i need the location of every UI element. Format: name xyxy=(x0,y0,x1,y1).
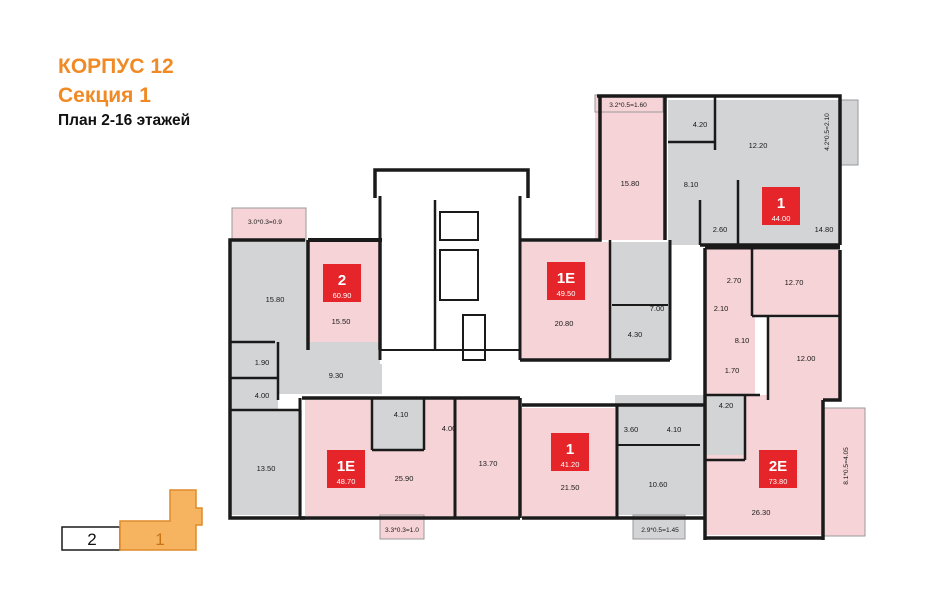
svg-text:44.00: 44.00 xyxy=(772,214,791,223)
room xyxy=(230,342,278,380)
room xyxy=(705,395,745,455)
balcony-area: 3.0*0.3=0.9 xyxy=(248,219,282,226)
walls xyxy=(228,94,842,540)
key-label-1: 1 xyxy=(155,530,164,549)
balcony xyxy=(822,407,866,537)
room-area: 8.10 xyxy=(684,180,699,189)
room xyxy=(278,342,382,394)
balcony-area: 3.2*0.5=1.60 xyxy=(609,102,647,109)
room-area: 4.10 xyxy=(667,425,682,434)
apartment-badge[interactable]: 1 44.00 xyxy=(762,187,800,225)
room-area: 25.90 xyxy=(395,474,414,483)
room xyxy=(595,110,665,240)
svg-text:60.90: 60.90 xyxy=(333,291,352,300)
apartment-badge[interactable]: 1E 49.50 xyxy=(547,262,585,300)
svg-text:49.50: 49.50 xyxy=(557,289,576,298)
room xyxy=(768,318,840,400)
room-area: 2.60 xyxy=(713,225,728,234)
room xyxy=(752,250,840,316)
key-plan: 2 1 xyxy=(61,489,203,551)
room-area: 4.20 xyxy=(719,401,734,410)
room xyxy=(372,398,424,450)
apartment-badges: 1E 49.50 1 44.00 2 60.90 1E 48.70 1 41.2… xyxy=(323,187,800,488)
svg-text:2: 2 xyxy=(338,272,346,289)
apartment-badge[interactable]: 1E 48.70 xyxy=(327,450,365,488)
room-area: 12.00 xyxy=(797,354,816,363)
room xyxy=(705,248,755,398)
title-block: КОРПУС 12 Секция 1 План 2-16 этажей xyxy=(58,52,190,132)
balcony xyxy=(839,99,859,166)
room-area: 1.70 xyxy=(725,366,740,375)
balcony-area: 3.3*0.3=1.0 xyxy=(385,527,419,534)
room-area: 21.50 xyxy=(561,483,580,492)
room-area: 9.30 xyxy=(329,371,344,380)
room-area: 10.60 xyxy=(649,480,668,489)
room-area: 4.20 xyxy=(693,120,708,129)
key-label-2: 2 xyxy=(87,530,96,549)
building-title: КОРПУС 12 xyxy=(58,55,174,78)
key-section-1[interactable] xyxy=(119,489,203,551)
room-area: 15.80 xyxy=(621,179,640,188)
room-area: 26.30 xyxy=(752,508,771,517)
room-area: 4.00 xyxy=(255,391,270,400)
room-area: 3.60 xyxy=(624,425,639,434)
room-area: 2.70 xyxy=(727,276,742,285)
room xyxy=(520,242,612,360)
room-area: 7.00 xyxy=(650,304,665,313)
room-area: 13.70 xyxy=(479,459,498,468)
svg-text:1E: 1E xyxy=(557,270,575,287)
room-labels: 15.80 15.50 1.90 4.00 9.30 13.50 15.80 2… xyxy=(255,120,834,517)
plan-subtitle: План 2-16 этажей xyxy=(58,112,191,129)
section-title: Секция 1 xyxy=(58,84,151,107)
balcony-area: 8.1*0.5=4.05 xyxy=(843,447,850,485)
room xyxy=(230,380,278,414)
room-area: 4.00 xyxy=(442,424,457,433)
svg-text:1: 1 xyxy=(566,441,574,458)
balcony-area: 2.9*0.5=1.45 xyxy=(641,527,679,534)
room xyxy=(230,240,310,342)
room xyxy=(230,410,302,515)
room-area: 4.10 xyxy=(394,410,409,419)
room xyxy=(380,196,520,364)
room-fills xyxy=(230,94,866,540)
room-area: 14.80 xyxy=(815,225,834,234)
balcony-labels: 3.0*0.3=0.9 3.2*0.5=1.60 4.2*0.5=2.10 8.… xyxy=(248,102,850,534)
svg-text:41.20: 41.20 xyxy=(561,460,580,469)
room-area: 12.20 xyxy=(749,141,768,150)
room-area: 15.50 xyxy=(332,317,351,326)
room-area: 15.80 xyxy=(266,295,285,304)
room-area: 20.80 xyxy=(555,319,574,328)
room-area: 8.10 xyxy=(735,336,750,345)
svg-text:73.80: 73.80 xyxy=(769,477,788,486)
svg-text:48.70: 48.70 xyxy=(337,477,356,486)
svg-text:1: 1 xyxy=(777,195,785,212)
room-area: 2.10 xyxy=(714,304,729,313)
apartment-badge[interactable]: 2 60.90 xyxy=(323,264,361,302)
svg-text:1E: 1E xyxy=(337,458,355,475)
room xyxy=(615,395,705,515)
balcony-area: 4.2*0.5=2.10 xyxy=(824,113,831,151)
apartment-badge[interactable]: 1 41.20 xyxy=(551,433,589,471)
room-area: 4.30 xyxy=(628,330,643,339)
room-area: 12.70 xyxy=(785,278,804,287)
balcony xyxy=(231,207,307,241)
apartment-badge[interactable]: 2E 73.80 xyxy=(759,450,797,488)
svg-text:2E: 2E xyxy=(769,458,787,475)
room xyxy=(668,100,840,245)
room-area: 1.90 xyxy=(255,358,270,367)
room-area: 13.50 xyxy=(257,464,276,473)
room xyxy=(610,242,670,360)
